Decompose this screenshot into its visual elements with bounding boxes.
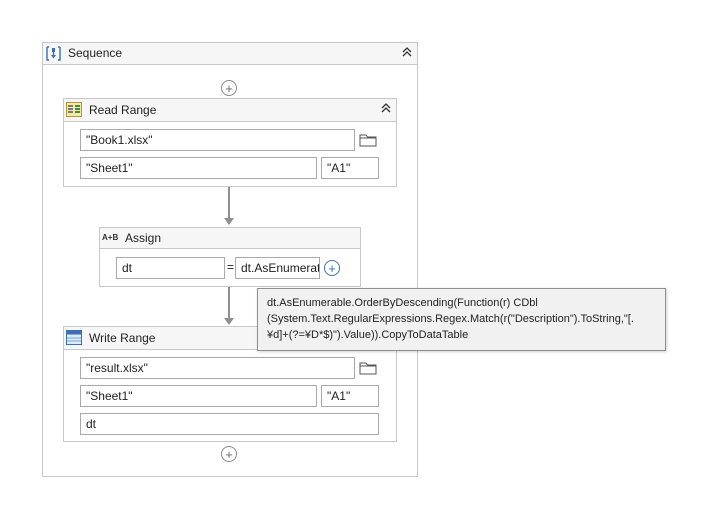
write-range-workbook-field[interactable]: "result.xlsx" xyxy=(80,357,355,379)
assign-to-field[interactable]: dt xyxy=(116,257,225,279)
tooltip-line: ¥d]+(?=¥D*$)").Value)).CopyToDataTable xyxy=(267,329,469,341)
sequence-icon xyxy=(45,45,62,62)
read-range-collapse-icon[interactable] xyxy=(378,102,394,118)
assign-value-field[interactable]: dt.AsEnumerat xyxy=(235,257,320,279)
read-range-header[interactable] xyxy=(63,98,397,122)
flow-arrow-icon xyxy=(224,318,234,325)
sequence-header[interactable] xyxy=(42,42,418,65)
flow-connector xyxy=(228,187,230,219)
read-range-sheet-field[interactable]: "Sheet1" xyxy=(80,157,317,179)
read-range-title: Read Range xyxy=(89,103,157,117)
assign-header[interactable] xyxy=(99,227,361,249)
assign-add-plus-icon[interactable]: + xyxy=(324,260,340,276)
sequence-collapse-icon[interactable] xyxy=(399,46,415,62)
write-range-browse-folder-icon[interactable] xyxy=(356,357,380,379)
add-activity-plus-icon[interactable]: + xyxy=(221,80,237,96)
tooltip-line: (System.Text.RegularExpressions.Regex.Ma… xyxy=(267,313,634,325)
write-range-sheet-field[interactable]: "Sheet1" xyxy=(80,385,317,407)
flow-arrow-icon xyxy=(224,218,234,225)
sequence-title: Sequence xyxy=(68,46,123,60)
read-range-workbook-field[interactable]: "Book1.xlsx" xyxy=(80,129,355,151)
add-activity-plus-icon[interactable]: + xyxy=(221,446,237,462)
read-range-icon xyxy=(66,102,82,117)
write-range-title: Write Range xyxy=(89,331,156,345)
assign-equals-sign: = xyxy=(227,260,235,274)
write-range-icon xyxy=(66,330,82,345)
tooltip-line: dt.AsEnumerable.OrderByDescending(Functi… xyxy=(267,297,538,309)
write-range-datatable-field[interactable]: dt xyxy=(80,413,379,435)
expression-tooltip: dt.AsEnumerable.OrderByDescending(Functi… xyxy=(257,288,666,351)
read-range-browse-folder-icon[interactable] xyxy=(356,129,380,151)
write-range-range-field[interactable]: "A1" xyxy=(321,385,379,407)
assign-icon: A+B xyxy=(102,233,119,242)
assign-title: Assign xyxy=(125,231,162,245)
read-range-range-field[interactable]: "A1" xyxy=(321,157,379,179)
flow-connector xyxy=(228,287,230,319)
